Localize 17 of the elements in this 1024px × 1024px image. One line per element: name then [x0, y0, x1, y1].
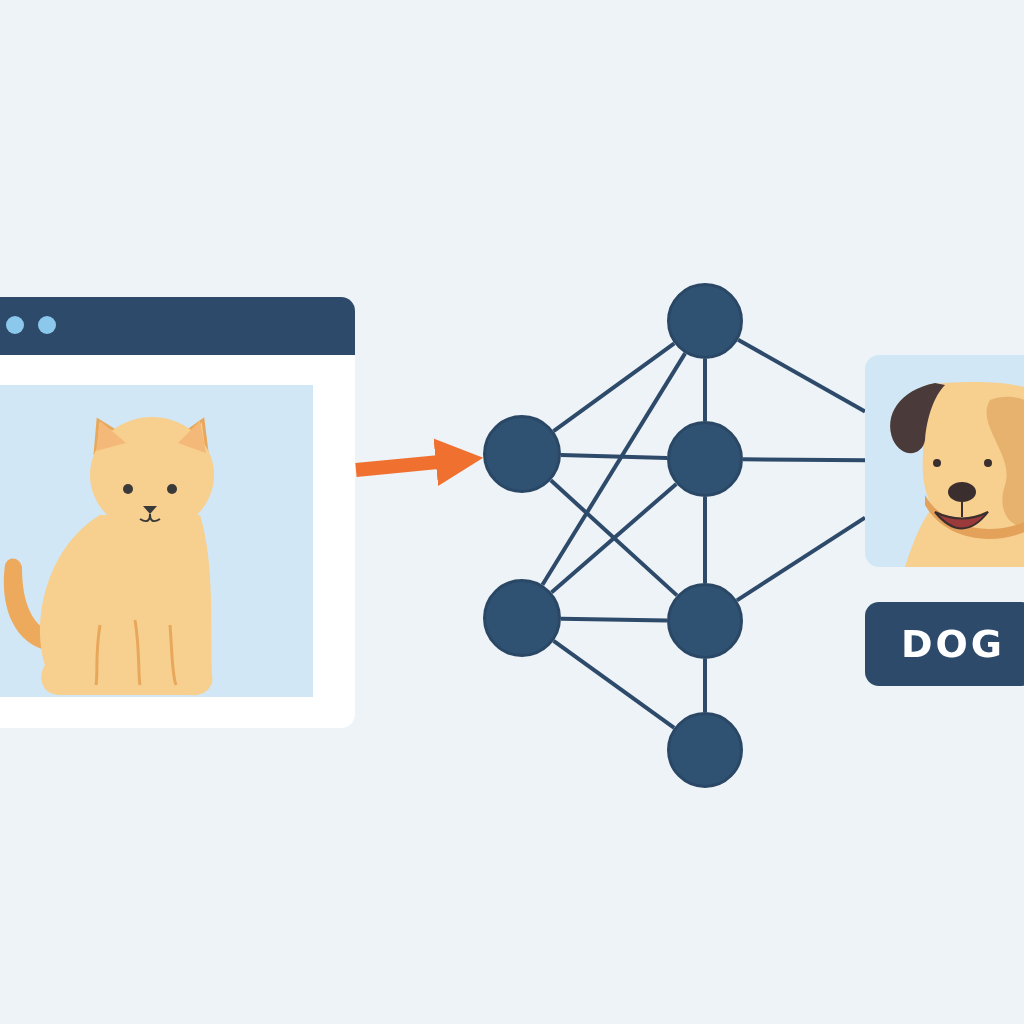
neuron-circle — [667, 583, 743, 659]
connection-line — [552, 639, 676, 730]
arrow — [355, 438, 484, 486]
connection-line — [552, 341, 676, 433]
connection-line — [560, 616, 668, 623]
connection-line — [743, 457, 865, 463]
image-panel — [865, 355, 1024, 567]
connection-line — [703, 359, 707, 421]
connection-line — [735, 515, 867, 603]
connection-line — [560, 453, 668, 460]
class-label: DOG — [865, 602, 1024, 686]
browser-window — [0, 297, 355, 728]
connection-line — [703, 497, 707, 583]
connection-line — [703, 659, 707, 712]
neuron-circle — [667, 283, 743, 359]
connection-line — [540, 352, 687, 586]
connection-line — [737, 337, 866, 414]
